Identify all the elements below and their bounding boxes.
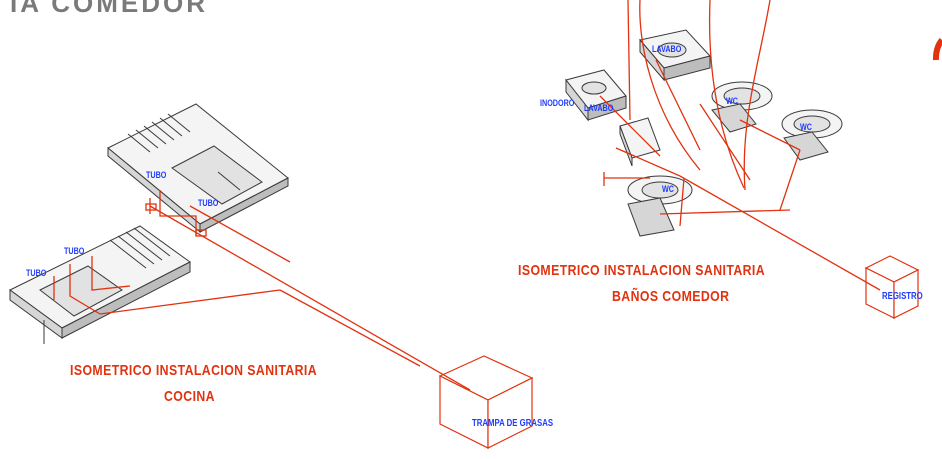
bath-label-3: LAVABO bbox=[652, 44, 682, 54]
kitchen-label-tubo-4: TUBO bbox=[26, 268, 47, 278]
bath-label-2: INODORO bbox=[540, 98, 575, 108]
bath-label-1: LAVABO bbox=[584, 103, 614, 113]
registro-box bbox=[864, 255, 920, 319]
kitchen-sink-upper bbox=[107, 103, 289, 234]
bath-pipes bbox=[599, 0, 942, 291]
bath-subtitle: BAÑOS COMEDOR bbox=[612, 288, 730, 305]
bath-fixtures bbox=[565, 29, 843, 237]
bath-title: ISOMETRICO INSTALACION SANITARIA bbox=[518, 262, 766, 279]
kitchen-label-tubo-2: TUBO bbox=[198, 198, 219, 208]
kitchen-sink-lower bbox=[9, 225, 191, 344]
grease-trap-box bbox=[438, 355, 534, 449]
kitchen-label-tubo-3: TUBO bbox=[64, 246, 85, 256]
bath-label-6: WC bbox=[662, 184, 674, 194]
bath-label-5: WC bbox=[800, 122, 812, 132]
sheet-header: IA COMEDOR bbox=[10, 0, 209, 18]
kitchen-subtitle: COCINA bbox=[164, 388, 215, 405]
kitchen-pipes bbox=[53, 190, 471, 391]
kitchen-title: ISOMETRICO INSTALACION SANITARIA bbox=[70, 362, 318, 379]
kitchen-label-tubo-1: TUBO bbox=[146, 170, 167, 180]
grease-trap-label: TRAMPA DE GRASAS bbox=[472, 418, 554, 429]
registro-label: REGISTRO bbox=[882, 291, 923, 302]
bath-label-4: WC bbox=[726, 96, 738, 106]
